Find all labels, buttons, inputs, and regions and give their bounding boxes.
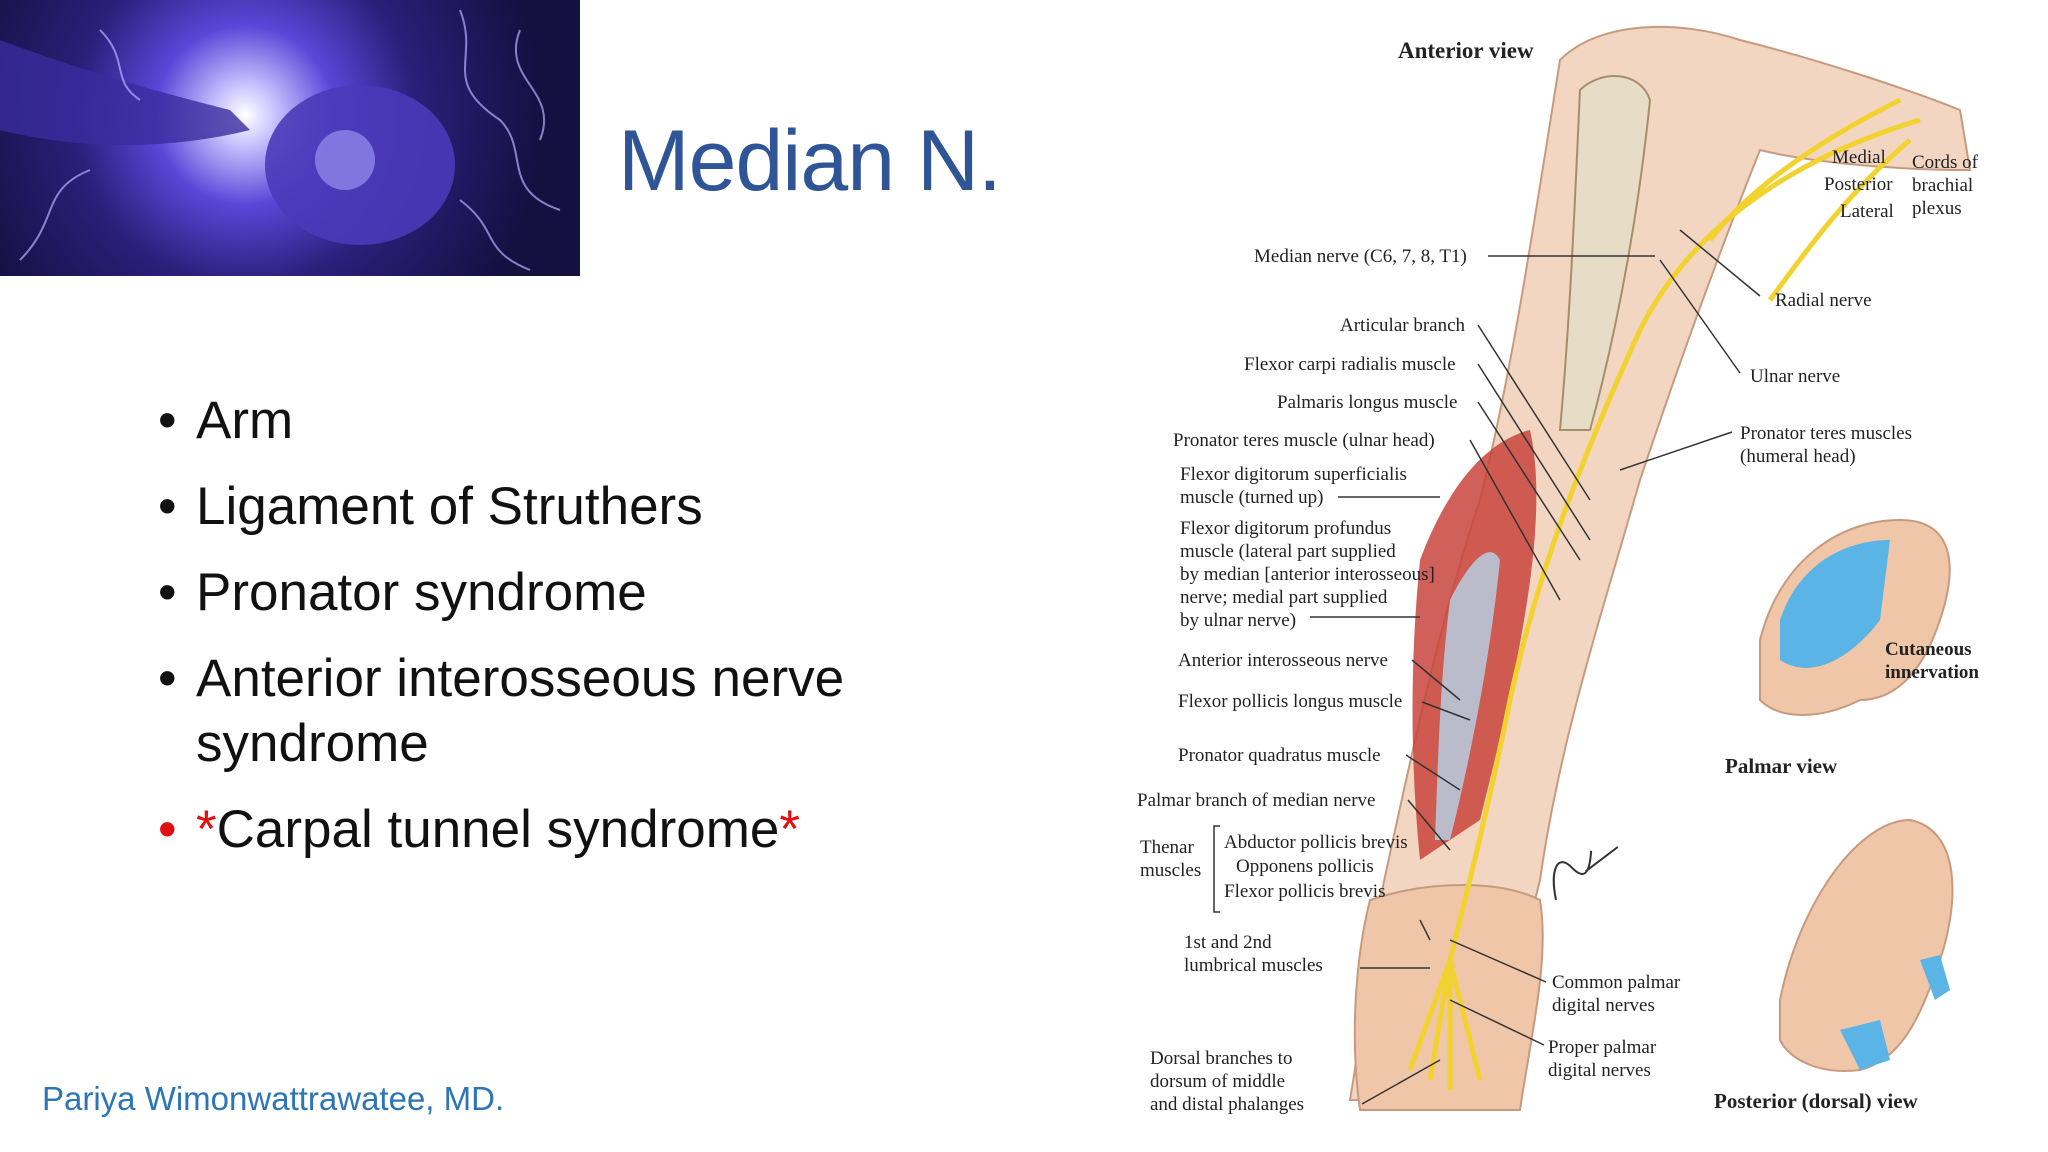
ain-label: Anterior interosseous nerve (1178, 650, 1388, 671)
netter-signature (1552, 846, 1619, 901)
dorsal-branches-label-2: dorsum of middle (1150, 1071, 1285, 1092)
dorsal-branches-label-1: Dorsal branches to (1150, 1048, 1292, 1069)
fdp-label-5: by ulnar nerve) (1180, 610, 1296, 631)
bullet-text: Anterior interosseous nerve syndrome (196, 649, 845, 773)
dorsal-hand (1779, 818, 1954, 1072)
common-palmar-label-2: digital nerves (1552, 995, 1655, 1016)
pronator-teres-humeral-label-1: Pronator teres muscles (1740, 423, 1912, 444)
star-right: * (779, 800, 800, 859)
bullet-item: • Arm (158, 388, 918, 453)
pronator-teres-ulnar-label: Pronator teres muscle (ulnar head) (1173, 430, 1435, 451)
anatomy-illustration: Anterior view Medial Posterior Lateral C… (1137, 25, 1979, 1115)
pq-label: Pronator quadratus muscle (1178, 745, 1381, 766)
apb-label: Abductor pollicis brevis (1224, 832, 1408, 853)
op-label: Opponens pollicis (1236, 856, 1374, 877)
nerve-paths (1407, 97, 1921, 1090)
palmar-branch-label: Palmar branch of median nerve (1137, 790, 1375, 811)
author-name: Pariya Wimonwattrawatee, MD. (42, 1080, 505, 1117)
proper-palmar-label-1: Proper palmar (1548, 1037, 1657, 1058)
bullet-item-highlight: • *Carpal tunnel syndrome* (158, 797, 918, 862)
lumbrical-label-1: 1st and 2nd (1184, 932, 1272, 953)
cord-lateral-label: Lateral (1840, 201, 1894, 222)
bullet-item: • Anterior interosseous nerve syndrome (158, 646, 918, 776)
bullet-dot: • (158, 391, 177, 450)
cord-posterior-label: Posterior (1824, 174, 1893, 195)
cords-group-label-1: Cords of (1912, 152, 1979, 173)
cords-group-label-3: plexus (1912, 198, 1962, 219)
thenar-label-1: Thenar (1140, 837, 1194, 858)
fdp-label-4: nerve; medial part supplied (1180, 587, 1388, 608)
bullet-dot: • (158, 649, 177, 708)
median-nerve-figure: Anterior view Medial Posterior Lateral C… (1120, 0, 2048, 1152)
posterior-view-label: Posterior (dorsal) view (1714, 1089, 1919, 1113)
bullet-item: • Ligament of Struthers (158, 474, 918, 539)
neuron-illustration (0, 0, 580, 276)
lumbrical-label-2: lumbrical muscles (1184, 955, 1323, 976)
leader-lines (1310, 229, 1761, 1105)
fdp-label-1: Flexor digitorum profundus (1180, 518, 1391, 539)
bullet-text: Carpal tunnel syndrome (216, 800, 780, 859)
bullet-dot: • (158, 563, 177, 622)
median-nerve-label: Median nerve (C6, 7, 8, T1) (1254, 246, 1467, 267)
humerus (1558, 75, 1652, 431)
slide-title: Median N. (618, 113, 1002, 209)
fdp-label-2: muscle (lateral part supplied (1180, 541, 1396, 562)
fds-label-2: muscle (turned up) (1180, 487, 1324, 508)
articular-branch-label: Articular branch (1340, 315, 1466, 336)
fds-label-1: Flexor digitorum superficialis (1180, 464, 1407, 485)
bullet-list: • Arm • Ligament of Struthers • Pronator sy… (158, 388, 918, 883)
anterior-view-label: Anterior view (1398, 38, 1534, 63)
cords-group-label-2: brachial (1912, 175, 1973, 196)
bullet-item: • Pronator syndrome (158, 560, 918, 625)
cutaneous-label-2: innervation (1885, 662, 1979, 683)
bullet-dot-red: • (158, 800, 177, 859)
thenar-bracket (1213, 825, 1220, 913)
bullet-text: Pronator syndrome (196, 563, 647, 622)
neuron-graphic (0, 9, 561, 271)
bullet-text: Arm (196, 391, 294, 450)
dorsal-innervation-area (1840, 955, 1950, 1070)
dorsal-branches-label-3: and distal phalanges (1150, 1094, 1304, 1115)
fcr-label: Flexor carpi radialis muscle (1244, 354, 1456, 375)
cutaneous-label-1: Cutaneous (1885, 639, 1972, 660)
bullet-text: Ligament of Struthers (196, 477, 703, 536)
thenar-label-2: muscles (1140, 860, 1201, 881)
palmar-innervation-area (1780, 540, 1890, 668)
cord-medial-label: Medial (1832, 147, 1886, 168)
fdp-label-3: by median [anterior interosseous] (1180, 564, 1435, 585)
bullet-dot: • (158, 477, 177, 536)
common-palmar-label-1: Common palmar (1552, 972, 1681, 993)
proper-palmar-label-2: digital nerves (1548, 1060, 1651, 1081)
fpb-label: Flexor pollicis brevis (1224, 881, 1385, 902)
pronator-teres-humeral-label-2: (humeral head) (1740, 446, 1856, 467)
radial-nerve-label: Radial nerve (1775, 290, 1872, 311)
star-left: * (196, 800, 217, 859)
fpl-label: Flexor pollicis longus muscle (1178, 691, 1402, 712)
palmaris-label: Palmaris longus muscle (1277, 392, 1457, 413)
palmar-view-label: Palmar view (1725, 754, 1838, 778)
tendons (1435, 552, 1500, 840)
ulnar-nerve-label: Ulnar nerve (1750, 366, 1840, 387)
